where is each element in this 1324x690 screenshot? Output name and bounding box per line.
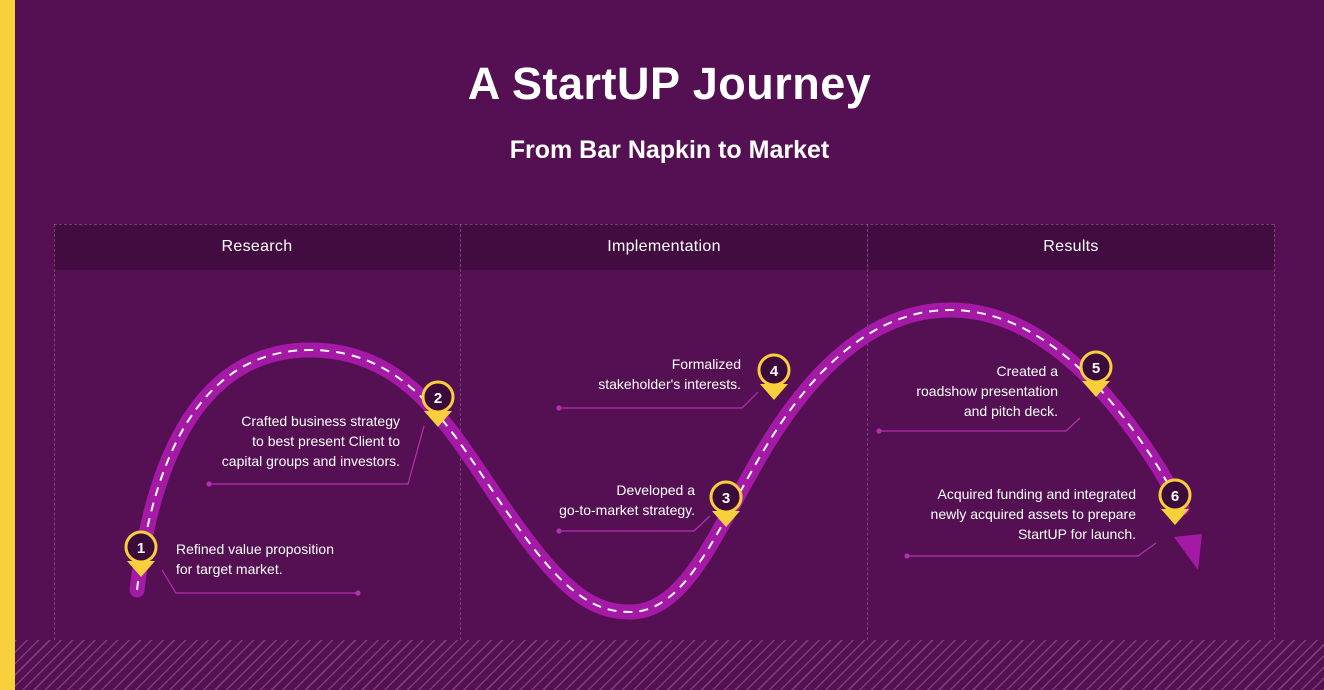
grid-line-top — [54, 224, 1274, 225]
leader-line-5 — [879, 417, 1081, 432]
step-marker-3: 3 — [709, 480, 743, 527]
leader-dot-4 — [556, 405, 562, 411]
column-header-results: Results — [868, 224, 1274, 270]
leader-line-4 — [559, 391, 759, 409]
hatched-footer — [15, 640, 1324, 690]
leader-line-2 — [209, 425, 425, 485]
leader-lines — [161, 391, 1157, 594]
journey-path-dashes — [136, 308, 1183, 614]
leader-dot-1 — [355, 590, 361, 596]
arrow-head-icon — [1174, 534, 1202, 570]
step-marker-1: 1 — [124, 530, 158, 577]
step-marker-4: 4 — [757, 353, 791, 400]
step-number-5: 5 — [1092, 360, 1100, 377]
step-marker-6: 6 — [1158, 478, 1192, 525]
column-label: Implementation — [607, 238, 721, 255]
grid-line-v1 — [54, 224, 55, 640]
column-header-research: Research — [54, 224, 460, 270]
accent-bar — [0, 0, 15, 690]
step-number-1: 1 — [137, 540, 145, 557]
leader-line-6 — [907, 542, 1157, 557]
leader-dot-3 — [556, 528, 562, 534]
leader-dot-6 — [904, 553, 910, 559]
grid-line-v3 — [867, 224, 868, 640]
leader-line-1 — [161, 569, 358, 594]
leader-dot-5 — [876, 428, 882, 434]
column-label: Results — [1043, 238, 1099, 255]
step-number-3: 3 — [722, 490, 730, 507]
leader-dot-2 — [206, 481, 212, 487]
page-subtitle: From Bar Napkin to Market — [509, 136, 830, 164]
page-title: A StartUP Journey — [467, 58, 872, 109]
step-number-2: 2 — [434, 390, 442, 407]
step-number-6: 6 — [1171, 488, 1179, 505]
step-marker-5: 5 — [1079, 350, 1113, 397]
column-header-implementation: Implementation — [461, 224, 867, 270]
leader-line-3 — [559, 515, 711, 532]
column-label: Research — [221, 238, 293, 255]
grid-line-v4 — [1274, 224, 1275, 640]
step-number-4: 4 — [770, 363, 779, 380]
step-marker-2: 2 — [421, 380, 455, 427]
